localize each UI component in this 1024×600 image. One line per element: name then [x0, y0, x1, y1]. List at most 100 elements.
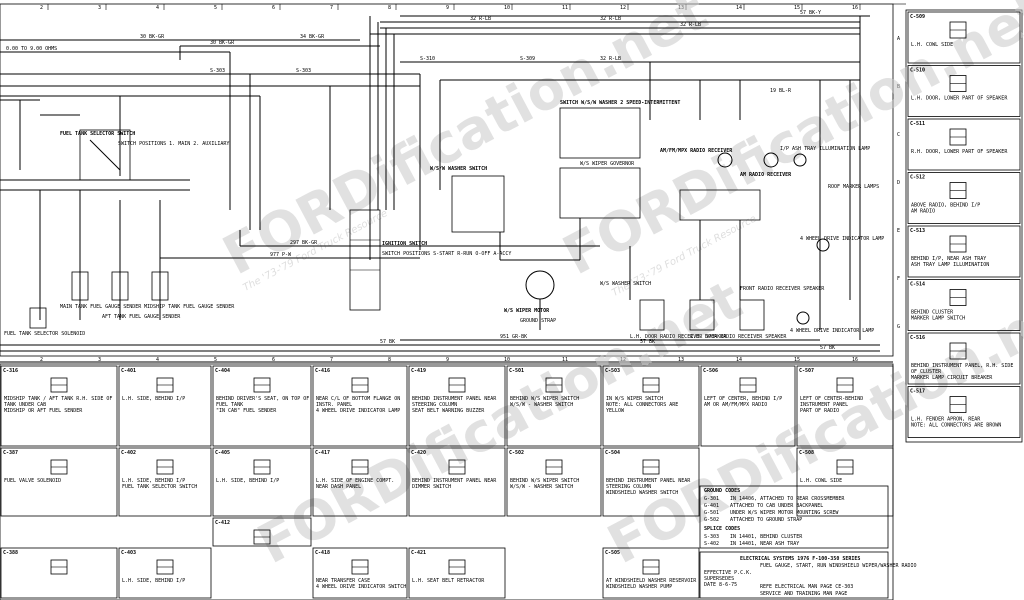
front-speaker-label: FRONT RADIO RECEIVER SPEAKER — [740, 286, 825, 292]
ground-strap-label: GROUND STRAP — [520, 318, 556, 324]
connector-location: OF CLUSTER — [911, 369, 942, 375]
fuel-solenoid-label: FUEL TANK SELECTOR SOLENOID — [4, 331, 85, 337]
ref-label: REFE ELECTRICAL MAN PAGE CE-303 — [760, 584, 853, 590]
grid-number: 12 — [620, 357, 626, 363]
connector-location: L.H. DOOR, LOWER PART OF SPEAKER — [911, 96, 1008, 102]
ground-codes-title: GROUND CODES — [704, 488, 740, 494]
connector-id: C-509 — [910, 14, 925, 20]
connector-location: L.H. SIDE, BEHIND I/P — [216, 478, 279, 484]
connector-location: BEHIND INSTRUMENT PANEL NEAR — [412, 478, 497, 484]
splice-code-text: IN 14401, BEHIND CLUSTER — [730, 534, 803, 540]
connector-note: WINDSHIELD WASHER PUMP — [606, 584, 672, 590]
date-label: DATE 8-6-75 — [704, 582, 737, 588]
grid-letter: C — [897, 132, 900, 138]
panel-border — [796, 447, 894, 517]
panel-border — [0, 365, 118, 447]
governor-label: W/S WIPER GOVERNOR — [580, 161, 635, 167]
wire-label: 57 BK — [640, 339, 655, 345]
panel-border — [907, 11, 1021, 64]
connector-location: L.H. COWL SIDE — [911, 42, 953, 48]
ground-code-text: IN 14406, ATTACHED TO REAR CROSSMEMBER — [730, 496, 845, 502]
ignition-switch-label: IGNITION SWITCH — [382, 241, 427, 247]
grid-letter: D — [897, 180, 900, 186]
grid-number: 2 — [40, 357, 43, 363]
four-wd-indicator-label: 4 WHEEL DRIVE INDICATOR LAMP — [790, 328, 874, 334]
component-labels: FUEL TANK SELECTOR SWITCH SWITCH POSITIO… — [4, 100, 884, 340]
connector-note: 4 WHEEL DRIVE INDICATOR SWITCH — [316, 584, 406, 590]
grid-number: 9 — [446, 5, 449, 11]
connector-note: MIDSHIP OR AFT FUEL SENDER — [4, 408, 83, 414]
schematic-wires — [0, 15, 880, 352]
wiper-motor-label: W/S WIPER MOTOR — [504, 308, 550, 314]
connector-id: C-510 — [910, 68, 925, 74]
grid-number: 13 — [678, 5, 684, 11]
panel-border — [907, 172, 1021, 224]
ground-code: G-401 — [704, 503, 719, 509]
connector-location: NEAR C/L OF BOTTOM FLANGE ON — [316, 396, 400, 402]
panel-border — [312, 365, 408, 447]
grid-number: 12 — [620, 5, 626, 11]
panel-border — [907, 225, 1021, 278]
connector-note: NOTE: ALL CONNECTORS ARE BROWN — [911, 423, 1001, 429]
grid-number: 4 — [156, 5, 159, 11]
splice-code-text: IN 14401, NEAR ASH TRAY — [730, 541, 799, 547]
connector-location: DIMMER SWITCH — [412, 484, 451, 490]
grid-number: 7 — [330, 357, 333, 363]
connector-note: YELLOW — [606, 408, 625, 414]
grid-letter: F — [897, 276, 900, 282]
panel-border — [0, 547, 118, 599]
panel-border — [118, 547, 212, 599]
grid-number: 15 — [794, 5, 800, 11]
grid-number: 6 — [272, 5, 275, 11]
wire-label: 34 BK-GR — [300, 34, 325, 40]
connector-location: IN W/S WIPER SWITCH — [606, 396, 663, 402]
mid-gauge-label: MIDSHIP TANK FUEL GAUGE SENDER — [144, 304, 235, 310]
connector-location: R.H. DOOR, LOWER PART OF SPEAKER — [911, 149, 1008, 155]
connector-id: C-514 — [910, 282, 925, 288]
grid-number: 16 — [852, 357, 858, 363]
connector-panel: C-388 — [0, 547, 118, 599]
panel-border — [907, 279, 1021, 331]
connector-id: C-507 — [799, 368, 814, 374]
connector-location: L.H. SIDE OF ENGINE COMPT. — [316, 478, 394, 484]
connector-note: PART OF RADIO — [800, 408, 839, 414]
connector-note: NOTE: ALL CONNECTORS ARE — [606, 402, 678, 408]
splice-code: S-303 — [704, 534, 719, 540]
splice-codes-title: SPLICE CODES — [704, 526, 740, 532]
panel-border — [506, 447, 602, 517]
connector-location: FUEL TANK — [216, 402, 243, 408]
grid-number: 11 — [562, 357, 568, 363]
wire-label: 32 R-LB — [470, 16, 491, 22]
connector-note: FUEL TANK SELECTOR SWITCH — [122, 484, 197, 490]
connector-location: L.H. SEAT BELT RETRACTOR — [412, 578, 485, 584]
connector-location: L.H. SIDE, BEHIND I/P — [122, 396, 185, 402]
connector-location: BEHIND W/S WIPER SWITCH — [510, 396, 579, 402]
grid-number: 10 — [504, 5, 510, 11]
grid-number: 7 — [330, 5, 333, 11]
connector-location: INSTR. PANEL — [316, 402, 352, 408]
connector-id: C-517 — [910, 389, 925, 395]
connector-note: W/S/W - WASHER SWITCH — [510, 484, 573, 490]
connector-id: C-502 — [509, 450, 524, 456]
ground-code: G-501 — [704, 510, 719, 516]
ground-code: G-502 — [704, 517, 719, 523]
connector-location: L.H. COWL SIDE — [800, 478, 842, 484]
connector-note: ASH TRAY LAMP ILLUMINATION — [911, 262, 989, 268]
